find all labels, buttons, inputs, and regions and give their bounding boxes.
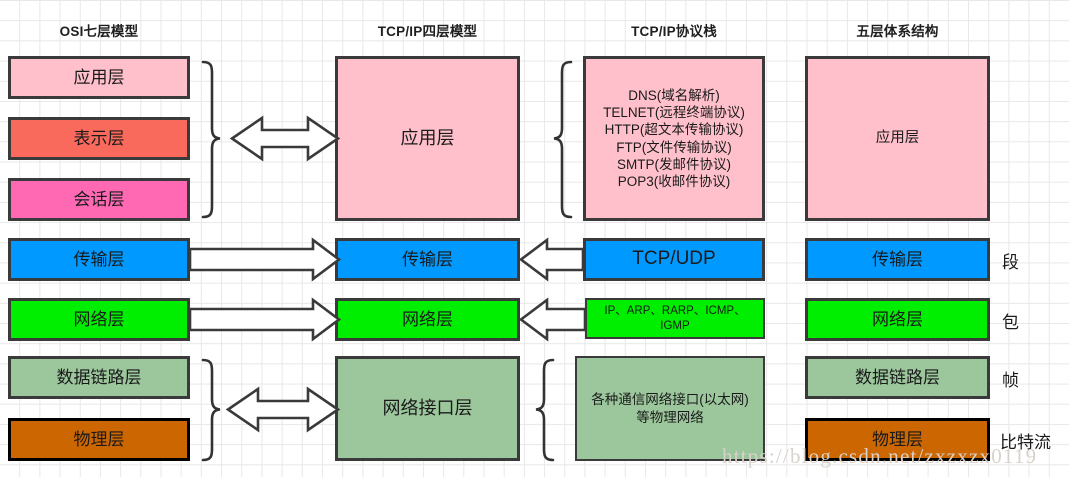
tcpip-layer-transport: 传输层 — [335, 238, 520, 281]
osi-layer-physical: 物理层 — [8, 418, 190, 461]
five-layer-datalink: 数据链路层 — [805, 356, 990, 399]
brace-stack-application — [553, 60, 573, 219]
arrow-osi-to-tcpip-network-interface — [225, 386, 341, 433]
five-layer-application: 应用层 — [805, 56, 990, 221]
osi-layer-session: 会话层 — [8, 178, 190, 221]
osi-layer-datalink: 数据链路层 — [8, 356, 190, 399]
stack-link-protocols: 各种通信网络接口(以太网)等物理网络 — [575, 356, 765, 461]
pdu-label-packet: 包 — [1002, 313, 1019, 332]
five-layer-physical: 物理层 — [805, 418, 990, 461]
tcpip-layer-application: 应用层 — [335, 56, 520, 221]
arrow-osi-transport-to-tcpip-transport — [188, 237, 342, 282]
column-header-five: 五层体系结构 — [856, 24, 939, 39]
osi-layer-presentation: 表示层 — [8, 117, 190, 160]
column-header-stack: TCP/IP协议栈 — [631, 24, 717, 39]
arrow-osi-network-to-tcpip-network — [188, 297, 342, 342]
five-layer-network: 网络层 — [805, 298, 990, 341]
arrow-osi-to-tcpip-application — [229, 115, 341, 162]
stack-application-protocols: DNS(域名解析) TELNET(远程终端协议) HTTP(超文本传输协议) F… — [583, 56, 765, 221]
brace-osi-upper — [201, 60, 221, 219]
arrow-stack-transport-to-tcpip-transport — [518, 237, 585, 282]
tcpip-layer-network: 网络层 — [335, 298, 520, 341]
pdu-label-segment: 段 — [1002, 253, 1019, 272]
pdu-label-bitstream: 比特流 — [1000, 433, 1051, 452]
tcpip-layer-network-interface: 网络接口层 — [335, 356, 520, 461]
brace-tcpip-network-interface — [535, 358, 555, 462]
stack-transport-protocols: TCP/UDP — [583, 238, 765, 281]
osi-layer-network: 网络层 — [8, 298, 190, 341]
pdu-label-frame: 帧 — [1002, 371, 1019, 390]
arrow-stack-network-to-tcpip-network — [518, 297, 587, 342]
stack-network-protocols: IP、ARP、RARP、ICMP、IGMP — [585, 298, 765, 339]
osi-layer-application: 应用层 — [8, 56, 190, 99]
column-header-tcpip4: TCP/IP四层模型 — [377, 24, 478, 39]
osi-layer-transport: 传输层 — [8, 238, 190, 281]
watermark: https://blog.csdn.net/zxzxzx0119 — [722, 444, 1038, 468]
five-layer-transport: 传输层 — [805, 238, 990, 281]
brace-osi-lower — [201, 358, 221, 462]
column-header-osi: OSI七层模型 — [59, 24, 139, 39]
